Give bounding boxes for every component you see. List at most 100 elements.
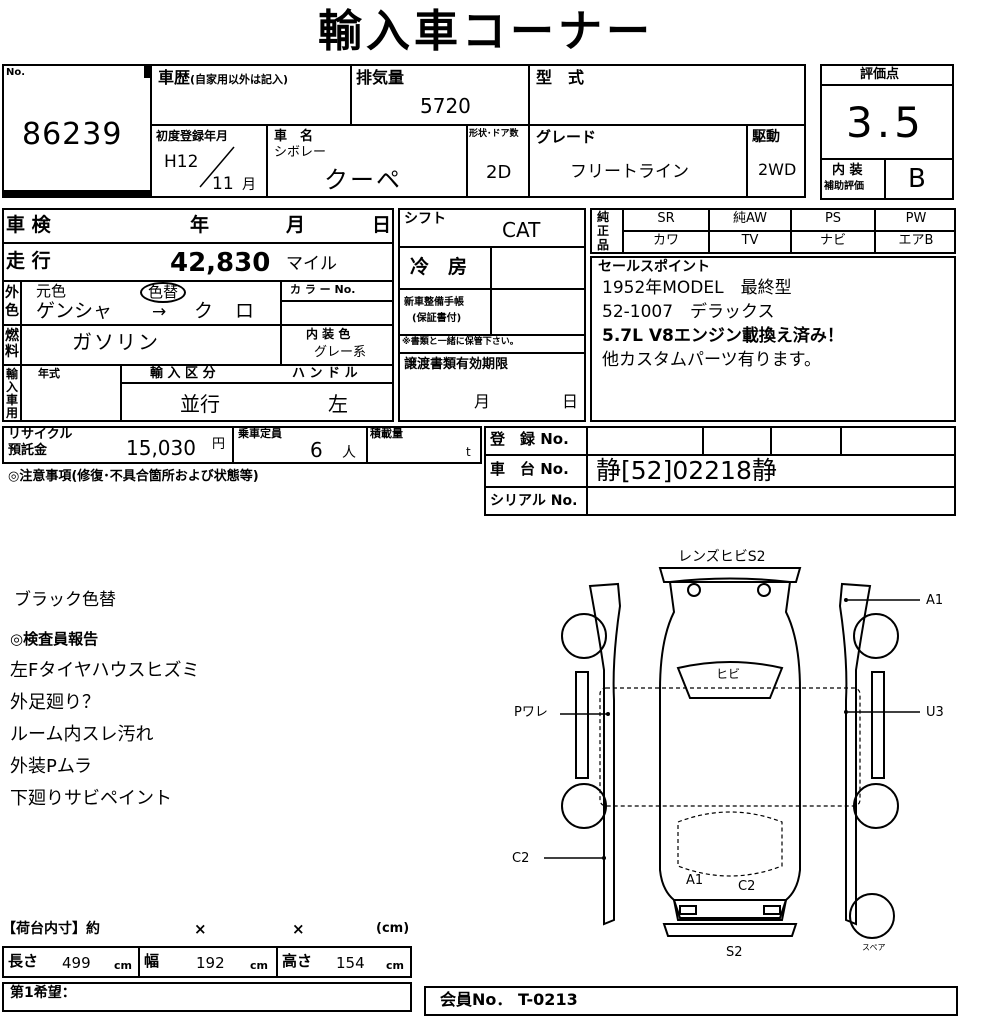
ac-label: 冷 房 [410,256,468,278]
reg-no-label: 登 録 No. [490,430,569,448]
repainted-mark: 色替 [140,282,187,303]
label-c2-left: C2 [512,851,530,866]
first-reg-month: 11 [212,174,234,194]
exterior-label: 外色 [5,285,19,319]
inspector-note-item: 左Fタイヤハウスヒズミ [10,660,200,681]
capacity-label: 乗車定員 [238,427,282,440]
import-type-label: 輸 入 区 分 [150,366,216,381]
inspector-note-item: 下廻りサビペイント [10,788,172,809]
maker-name: シボレー [274,145,327,160]
fuel-label: 燃料 [5,328,19,360]
grade-label: グレード [536,128,597,146]
load-label: 積載量 [370,427,403,440]
cargo-dims-box [2,946,412,978]
member-label: 会員No． T-0213 [440,990,578,1009]
header-block [2,64,806,198]
color-change-note: ブラック色替 [14,590,116,610]
label-a1-bottom: A1 [686,873,704,888]
car-damage-diagram [544,567,920,939]
cargo-width-label: 幅 [144,952,160,970]
label-hibi: ヒビ [716,667,741,681]
import-year-label: 年式 [38,367,60,380]
sales-point-line: 5.7L V8エンジン載換え済み！ [602,326,844,346]
maint-sub-label: (保証書付) [412,313,462,324]
grade-value: フリートライン [570,162,689,182]
displacement-label: 排気量 [356,68,405,87]
cargo-length-unit: cm [114,959,132,972]
recycle-label: リサイクル [8,427,73,442]
first-reg-month-suffix: 月 [242,177,256,193]
label-p-crack: Pワレ [514,705,548,720]
recycle-value: 15,030 [126,436,196,460]
body-type: クーペ [324,166,402,194]
recycle-box [2,426,482,464]
interior-color-value: グレー系 [314,345,367,360]
recycle-yen: 円 [212,437,226,452]
sales-points-label: セールスポイント [598,259,710,275]
inspector-heading: ◎検査員報告 [10,630,99,648]
mileage-value: 42,830 [170,248,271,278]
import-type-value: 並行 [180,392,220,416]
cargo-length-value: 499 [62,954,91,972]
genuine-row2-item: カワ [652,233,679,248]
cargo-height-unit: cm [386,959,404,972]
transfer-label: 譲渡書類有効期限 [404,357,509,372]
label-u3-right: U3 [926,705,944,720]
original-color: ゲンシャ [36,300,113,322]
sales-point-line: 52-1007 デラックス [602,302,775,322]
cargo-width-unit: cm [250,959,268,972]
sales-point-line: 1952年MODEL 最終型 [602,278,792,298]
inspector-note-item: ルーム内スレ汚れ [10,724,154,745]
interior-label: 内 装 [832,163,863,178]
recycle-sub-label: 預託金 [8,443,48,458]
load-unit: t [466,445,471,459]
first-reg-label: 初度登録年月 [156,129,229,143]
mileage-unit: マイル [286,254,337,274]
model-label: 型 式 [536,68,585,87]
sales-points-box [590,256,956,422]
label-a1-right: A1 [926,593,944,608]
chassis-value: 静[52]02218静 [596,456,777,485]
sales-point-line: 他カスタムパーツ有ります。 [602,350,821,370]
new-color: ク ロ [194,300,263,322]
displacement-value: 5720 [420,94,471,118]
color-no-label: カ ラ ー No. [290,283,356,296]
genuine-row1-item: PS [824,211,842,226]
car-name-label: 車 名 [274,129,314,144]
genuine-row1-item: SR [657,211,675,226]
capacity-unit: 人 [342,445,356,461]
score-label: 評価点 [860,67,900,82]
chassis-label: 車 台 No. [490,460,569,478]
history-label: 車歴(自家用以外は記入) [158,68,289,87]
cargo-height-value: 154 [336,954,365,972]
spec-block [2,208,394,422]
genuine-row2-item: ナビ [819,233,846,248]
transfer-day: 日 [562,392,579,411]
score-box [820,64,954,200]
first-reg-slash [199,146,235,188]
handle-label: ハ ン ド ル [292,366,358,381]
color-arrow: → [152,302,167,322]
inspector-note-item: 外装Pムラ [10,756,92,777]
inspection-label: 車 検 [6,214,51,236]
shift-block [398,208,586,422]
interior-sub-label: 補助評価 [824,181,864,192]
inspector-note-item: 外足廻り？ [10,692,100,713]
no-label: No. [6,67,26,78]
serial-label: シリアル No. [490,493,578,509]
handle-value: 左 [328,392,348,416]
cargo-unit: (cm) [376,921,410,936]
original-color-label: 元色 [36,282,67,300]
mileage-label: 走 行 [6,250,51,272]
cargo-length-label: 長さ [8,952,39,970]
import-label: 輸入車用 [6,367,19,420]
notes-heading: ◎注意事項(修復･不具合箇所および状態等) [8,469,259,484]
score-value: 3.5 [846,98,925,147]
maint-note: ※書類と一緒に保管下さい。 [402,337,519,347]
genuine-row1-item: 純AW [732,211,768,226]
inspection-month-label: 月 [286,214,306,236]
registration-box [484,426,956,516]
fuel-value: ガソリン [72,330,160,354]
shape-doors-label: 形状･ドア数 [469,129,519,139]
label-c2-bottom: C2 [738,879,756,894]
